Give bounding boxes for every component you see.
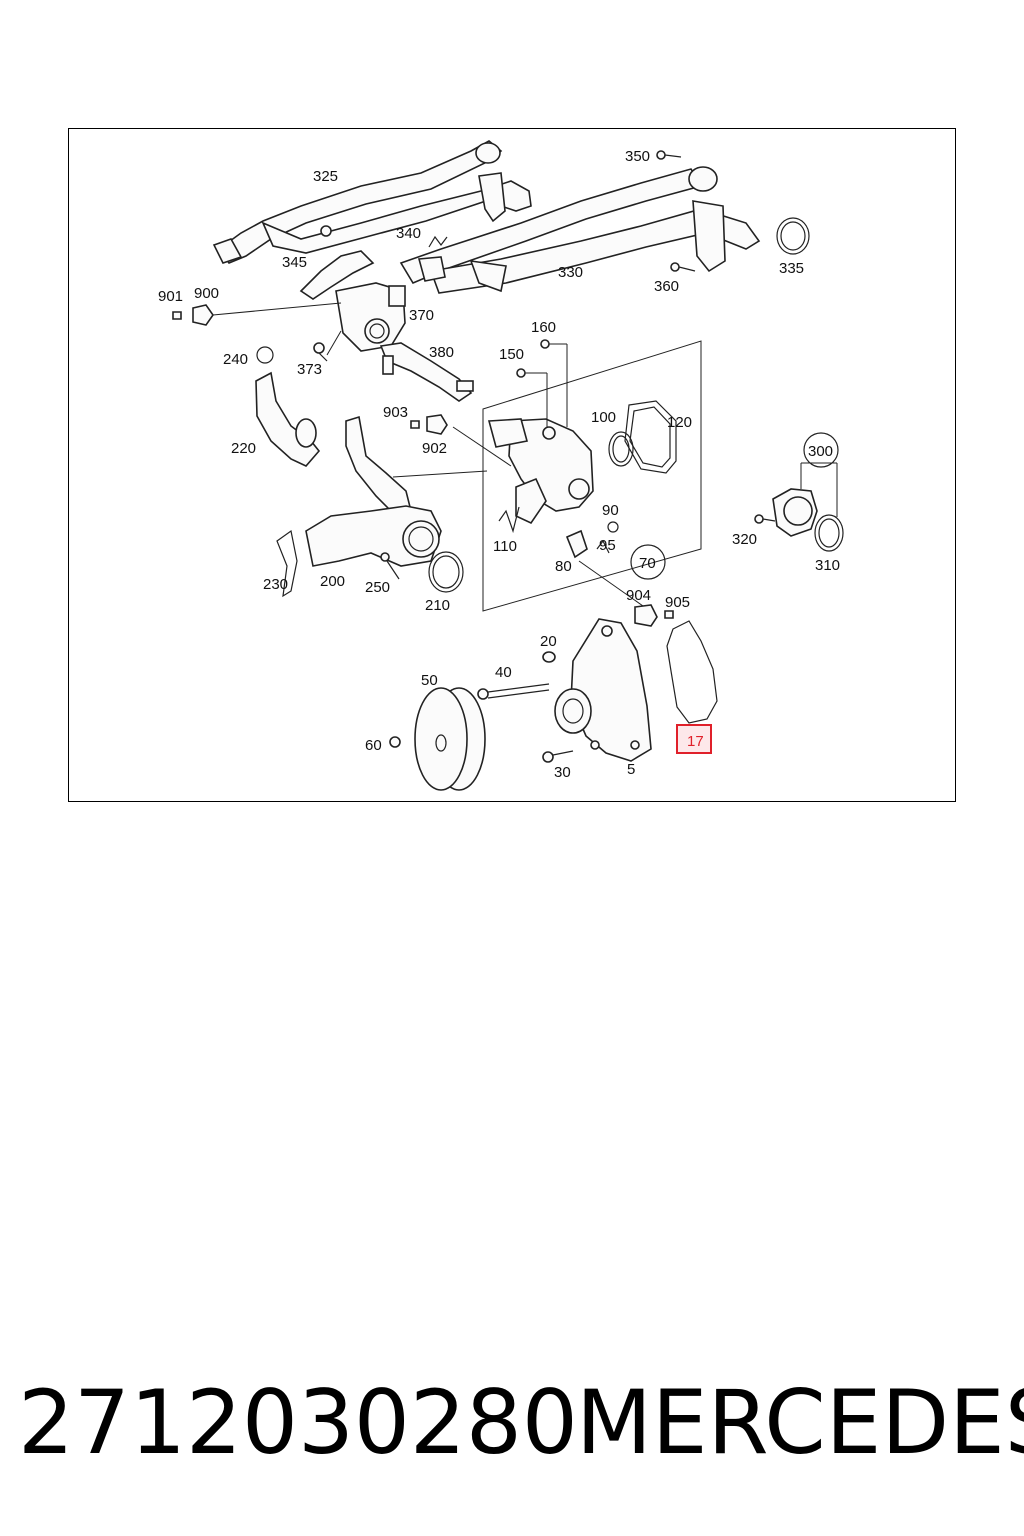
- o-ring-310: [814, 514, 844, 552]
- seal-90: [607, 521, 619, 533]
- gasket-120: [624, 400, 677, 474]
- callout-110: 110: [493, 538, 517, 555]
- callout-120: 120: [667, 414, 692, 431]
- pulley-50: [414, 687, 486, 791]
- bolt-250: [380, 552, 400, 580]
- coolant-pipe-330: [399, 166, 761, 294]
- bolt-320: [754, 514, 776, 524]
- callout-373: 373: [297, 361, 322, 378]
- callout-901: 901: [158, 288, 183, 305]
- callout-330: 330: [558, 264, 583, 281]
- callout-200: 200: [320, 573, 345, 590]
- callout-20: 20: [540, 633, 557, 650]
- callout-325: 325: [313, 168, 338, 185]
- callout-904: 904: [626, 587, 651, 604]
- gasket-17: [666, 620, 718, 724]
- callout-70: 70: [639, 555, 656, 572]
- callout-360: 360: [654, 278, 679, 295]
- clip-95: [596, 539, 610, 554]
- callout-250: 250: [365, 579, 390, 596]
- callout-300: 300: [808, 443, 833, 460]
- callout-80: 80: [555, 558, 572, 575]
- part-caption: 2712030280 MERCEDES: [18, 1368, 1024, 1478]
- callout-40: 40: [495, 664, 512, 681]
- bolt-160: [540, 339, 568, 427]
- exploded-view-drawing: 325 350 340 335 345 330 360 901 900 370 …: [158, 140, 844, 791]
- clip-340: [428, 235, 448, 248]
- hose-200-upper: [345, 415, 412, 514]
- sensor-900: [172, 302, 342, 326]
- bolt-350: [656, 150, 682, 160]
- callout-5: 5: [627, 761, 635, 778]
- callout-903: 903: [383, 404, 408, 421]
- brand-name: MERCEDES: [576, 1371, 1024, 1474]
- callout-220: 220: [231, 440, 256, 457]
- gasket-335: [776, 217, 810, 255]
- callout-240: 240: [223, 351, 248, 368]
- callout-30: 30: [554, 764, 571, 781]
- clip-110: [498, 506, 520, 534]
- part-number: 2712030280: [18, 1371, 578, 1474]
- callout-335: 335: [779, 260, 804, 277]
- o-ring-100: [608, 431, 634, 467]
- sensor-904: [634, 604, 674, 627]
- coolant-pipe-325: [212, 140, 532, 264]
- callout-50: 50: [421, 672, 438, 689]
- bolt-30: [542, 750, 574, 763]
- bolt-150: [516, 368, 548, 427]
- callout-230: 230: [263, 576, 288, 593]
- callout-340: 340: [396, 225, 421, 242]
- callout-210: 210: [425, 597, 450, 614]
- sensor-80: [565, 529, 654, 614]
- thermostat-300: [772, 462, 838, 537]
- callout-350: 350: [625, 148, 650, 165]
- hose-345: [299, 250, 375, 300]
- callout-90: 90: [602, 502, 619, 519]
- highlight-box-17: [676, 724, 712, 754]
- callout-circle-300: [803, 432, 839, 468]
- clamp-240: [256, 346, 274, 364]
- bolt-360: [670, 262, 696, 272]
- callout-310: 310: [815, 557, 840, 574]
- callout-902: 902: [422, 440, 447, 457]
- callout-370: 370: [409, 307, 434, 324]
- callout-320: 320: [732, 531, 757, 548]
- plug-20: [542, 651, 556, 663]
- subassembly-outline-70: [482, 340, 702, 612]
- sensor-902: [410, 414, 448, 435]
- thermostat-housing-370: [335, 282, 406, 352]
- callout-150: 150: [499, 346, 524, 363]
- callout-380: 380: [429, 344, 454, 361]
- callout-900: 900: [194, 285, 219, 302]
- pump-housing-subassembly: [392, 418, 594, 525]
- bolt-60: [389, 736, 401, 748]
- callout-345: 345: [282, 254, 307, 271]
- water-pump-5: [554, 618, 652, 762]
- hose-380: [379, 342, 473, 402]
- callout-circle-70: [630, 544, 666, 580]
- seal-230: [276, 529, 298, 598]
- bolt-40: [477, 683, 550, 700]
- bolt-373: [313, 330, 342, 362]
- o-ring-210: [428, 551, 464, 593]
- callout-17: 17: [687, 733, 704, 750]
- callout-160: 160: [531, 319, 556, 336]
- callout-905: 905: [665, 594, 690, 611]
- parts-diagram: 325 350 340 335 345 330 360 901 900 370 …: [68, 128, 956, 802]
- callout-100: 100: [591, 409, 616, 426]
- callout-60: 60: [365, 737, 382, 754]
- callout-95: 95: [599, 537, 616, 554]
